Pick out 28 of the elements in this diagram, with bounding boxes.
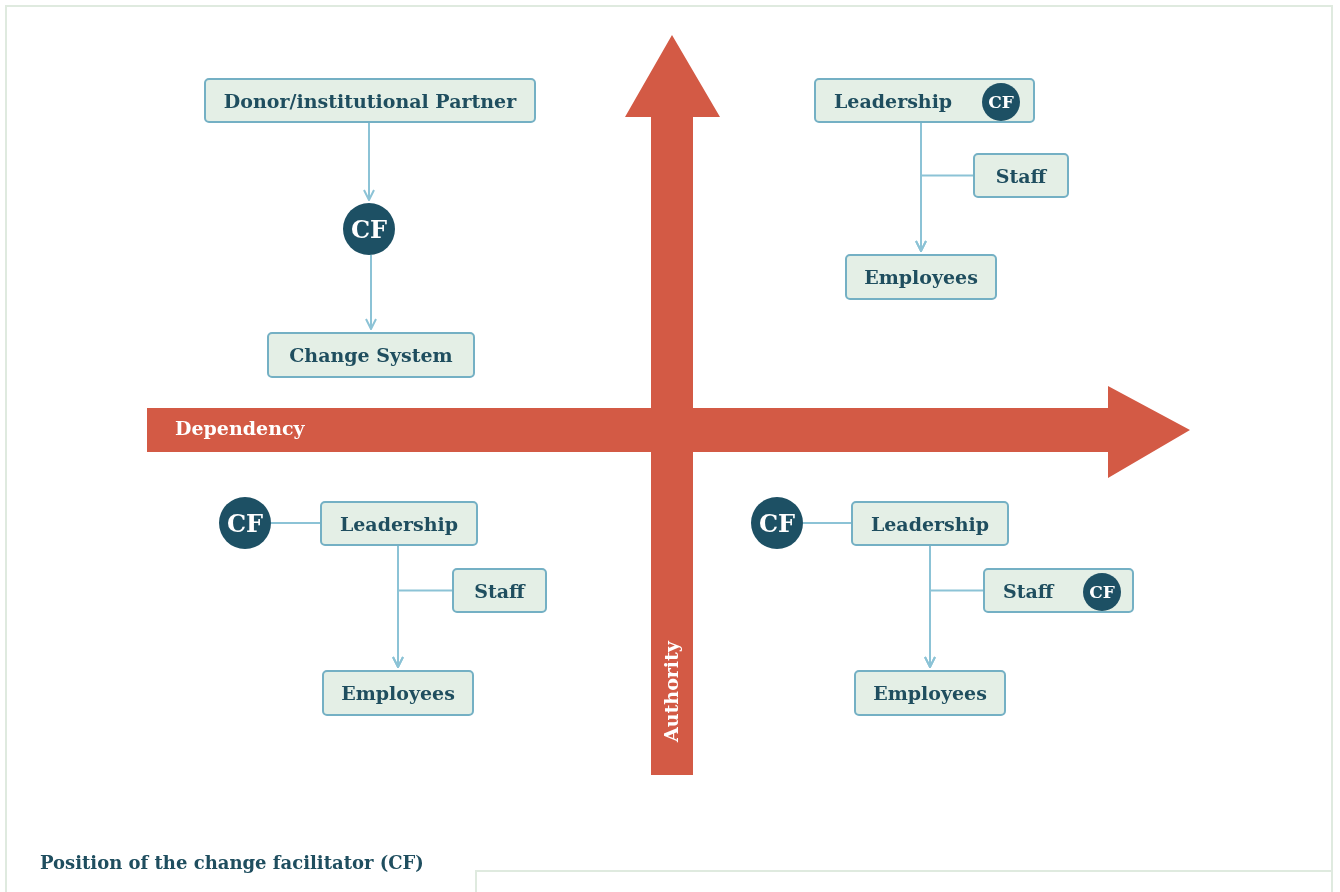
arrow (365, 254, 377, 330)
role-box: Leadership (851, 501, 1009, 546)
role-label: Staff (1003, 579, 1054, 602)
arrow (392, 589, 453, 668)
caption: Position of the change facilitator (CF) (40, 852, 424, 873)
arrow (924, 589, 984, 668)
role-box: Staff (452, 568, 547, 613)
role-box: Employees (845, 254, 997, 300)
role-box (983, 568, 1134, 613)
role-box: Change System (267, 332, 475, 378)
role-box: Staff (973, 153, 1069, 198)
facilitator-badge: CF (343, 203, 395, 255)
role-label: Leadership (834, 89, 953, 112)
arrow (363, 122, 375, 201)
arrow (915, 174, 974, 252)
facilitator-badge: CF (751, 497, 803, 549)
connector-line (802, 522, 852, 524)
facilitator-badge: CF (219, 497, 271, 549)
role-box: Leadership (320, 501, 478, 546)
connector-line (270, 522, 321, 524)
facilitator-badge: CF (1083, 573, 1121, 611)
facilitator-badge: CF (982, 83, 1020, 121)
role-box: Employees (322, 670, 474, 716)
role-box: Donor/institutional Partner (204, 78, 536, 123)
axis-label: Authority (660, 641, 682, 742)
role-box: Employees (854, 670, 1006, 716)
role-box (814, 78, 1035, 123)
axis-label: Dependency (175, 417, 305, 439)
